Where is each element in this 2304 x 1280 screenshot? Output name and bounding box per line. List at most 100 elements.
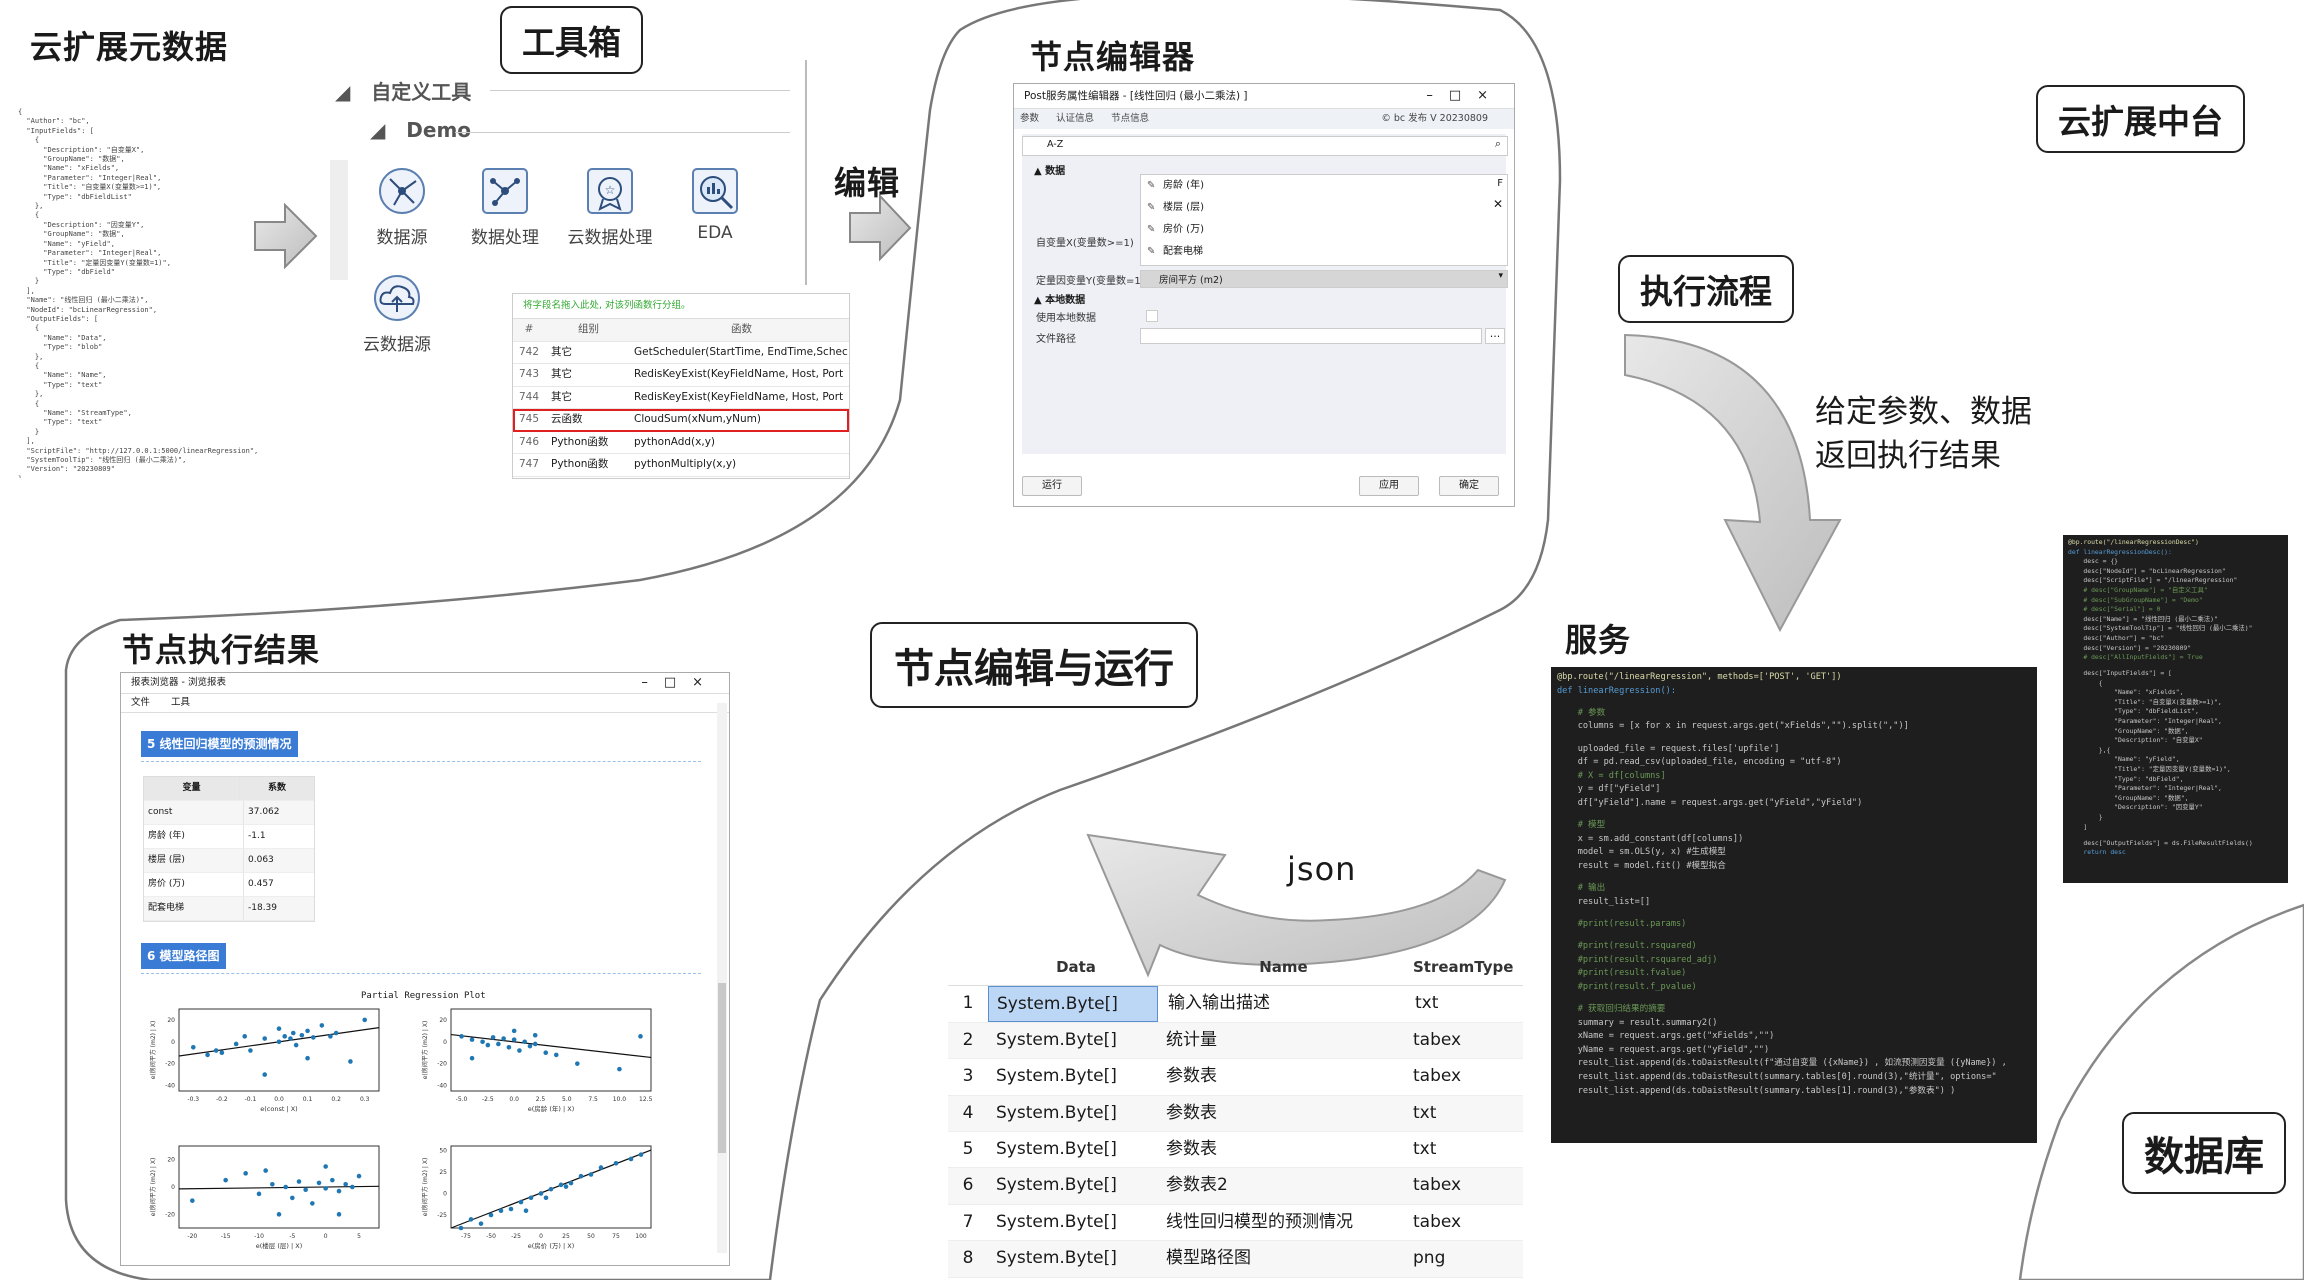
row-data[interactable]: System.Byte[] [996, 1102, 1117, 1123]
plot-panel-frame [178, 1008, 380, 1092]
function-col-group: 组别 [578, 323, 599, 335]
data-point [213, 1048, 219, 1053]
browse-button[interactable]: … [1485, 328, 1505, 344]
metadata-json-line: "GroupName": "数据", [18, 155, 125, 164]
y-field-select[interactable]: 房间平方 (m2) ▾ [1140, 270, 1508, 288]
x-field-list[interactable]: 房龄 (年)楼层 (层)房价 (万)配套电梯 F ✕ [1140, 174, 1508, 266]
data-point [523, 1208, 529, 1214]
result-scrollbar[interactable] [717, 703, 727, 1253]
code-line: { [2068, 678, 2103, 687]
data-point [511, 1037, 517, 1042]
result-window-controls[interactable]: –□× [641, 675, 719, 690]
editor-window-controls[interactable]: –□× [1426, 88, 1504, 103]
row-data[interactable]: System.Byte[] [988, 986, 1158, 1022]
row-data[interactable]: System.Byte[] [996, 1248, 1117, 1269]
x-field-item[interactable]: 房龄 (年) [1141, 175, 1507, 197]
row-data[interactable]: System.Byte[] [996, 1211, 1117, 1232]
code-line: # X = df[columns] [1557, 770, 1666, 781]
row-data[interactable]: System.Byte[] [996, 1029, 1117, 1050]
x-field-item[interactable]: 配套电梯 [1141, 241, 1507, 263]
apply-button[interactable]: 应用 [1359, 476, 1419, 496]
metadata-json-text: { "Author": "bc", "InputFields": [ { "De… [18, 108, 288, 478]
result-scroll-thumb[interactable] [718, 983, 726, 1153]
code-line: desc["NodeId"] = "bcLinearRegression" [2068, 566, 2226, 575]
code-line: # desc["SubGroupName"] = "Demo" [2068, 595, 2203, 604]
field-picker-icon[interactable]: F [1497, 178, 1503, 189]
tool-network[interactable]: 数据源 [352, 163, 452, 248]
database-region [2018, 903, 2304, 1280]
data-point [316, 1180, 322, 1186]
row-data[interactable]: System.Byte[] [996, 1175, 1117, 1196]
coef-row: 楼层 (层)0.063 [144, 849, 314, 873]
data-point [598, 1165, 604, 1170]
function-no: 745 [518, 413, 540, 425]
coef-value: 0.457 [248, 879, 274, 889]
data-point [575, 1061, 580, 1066]
code-line: uploaded_file = request.files['upfile'] [1557, 743, 1780, 754]
data-point [319, 1023, 325, 1028]
search-icon[interactable]: ⌕ [1494, 137, 1501, 150]
metadata-json-line: { [18, 399, 40, 408]
row-data[interactable]: System.Byte[] [996, 1066, 1117, 1087]
file-path-input[interactable] [1140, 328, 1482, 344]
code-line: @bp.route("/linearRegressionDesc") [2068, 538, 2199, 546]
tool-cloud-badge[interactable]: ☆云数据处理 [560, 163, 660, 248]
code-line: #print(result.fvalue) [1557, 968, 1687, 979]
sort-az[interactable]: A-Z [1047, 139, 1064, 150]
data-point [469, 1055, 475, 1061]
tab-auth[interactable]: 认证信息 [1056, 113, 1095, 124]
data-point [480, 1039, 485, 1045]
metadata-json-line: "OutputFields": [ [18, 314, 99, 323]
toolbox-subgroup-label: ◢ Demo [370, 118, 472, 142]
code-line: "GroupName": "数据", [2068, 726, 2189, 735]
x-field-item[interactable]: 房价 (万) [1141, 219, 1507, 241]
sort-bar[interactable]: A-Z ⌕ [1022, 136, 1508, 156]
menu-tools[interactable]: 工具 [171, 697, 191, 708]
tab-node-info[interactable]: 节点信息 [1111, 113, 1150, 124]
x-field-item[interactable]: 楼层 (层) [1141, 197, 1507, 219]
function-signature: RedisKeyExist(KeyFieldName, Host, Port [634, 368, 844, 380]
data-point [458, 1225, 464, 1231]
x-axis-label: e(楼层 (层) | X) [256, 1241, 302, 1250]
chevron-down-icon[interactable]: ▾ [1498, 271, 1503, 281]
metadata-json-line: } [18, 475, 288, 478]
tool-nodes-processing[interactable]: 数据处理 [455, 163, 555, 248]
ok-button[interactable]: 确定 [1439, 476, 1499, 496]
data-point [553, 1052, 559, 1058]
data-point [548, 1186, 554, 1192]
metadata-json-line: "Type": "blob" [18, 343, 103, 352]
y-tick-label: 20 [167, 1157, 175, 1164]
data-point [288, 1036, 293, 1041]
row-name: 模型路径图 [1166, 1248, 1251, 1269]
menu-file[interactable]: 文件 [131, 697, 151, 708]
function-hint: 将字段名拖入此处, 对该列函数行分组。 [513, 294, 849, 319]
tool-cloud-datasource[interactable]: 云数据源 [347, 270, 447, 355]
tab-params[interactable]: 参数 [1020, 113, 1040, 124]
tool-chart-search[interactable]: EDA [665, 163, 765, 243]
run-button[interactable]: 运行 [1022, 476, 1082, 496]
row-stream-type: png [1413, 1248, 1446, 1269]
code-line: result_list.append(ds.toDaistResult(summ… [1557, 1085, 1956, 1096]
code-line: "Name": "yField", [2068, 755, 2180, 764]
function-group: Python函数 [551, 458, 609, 470]
toolbox-panel: ◢ 自定义工具 ◢ Demo [325, 60, 807, 285]
coef-col-var: 变量 [144, 777, 240, 800]
use-local-checkbox[interactable] [1146, 310, 1158, 322]
clear-icon[interactable]: ✕ [1492, 197, 1503, 211]
row-data[interactable]: System.Byte[] [996, 1138, 1117, 1159]
